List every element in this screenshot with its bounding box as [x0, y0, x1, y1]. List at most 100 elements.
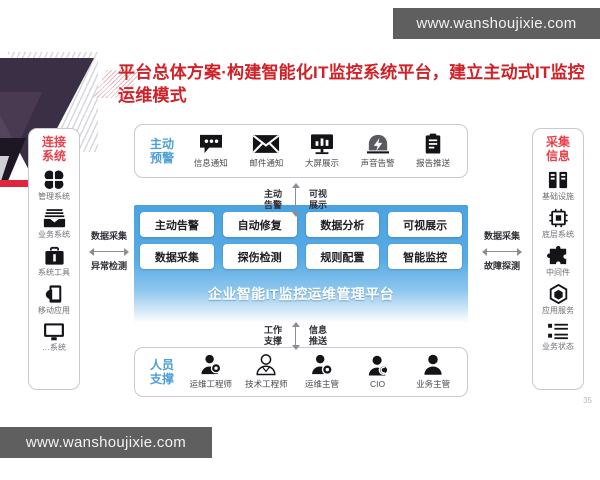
- right-column-title: 采集 信息: [545, 135, 570, 163]
- monitor-icon: [44, 322, 64, 340]
- toolbox-icon: [44, 246, 64, 265]
- platform-row-2: 数据采集 探伤检测 规则配置 智能监控: [140, 244, 462, 269]
- sidebar-item-label: 中间件: [546, 267, 570, 277]
- sidebar-item-other-systems[interactable]: …系统: [29, 322, 79, 353]
- horizontal-double-arrow: [89, 245, 129, 258]
- connector-alert-platform: 主动 告警 可视 展示: [264, 183, 327, 217]
- page-title: 平台总体方案·构建智能化IT监控系统平台，建立主动式IT监控运维模式: [118, 63, 585, 105]
- platform-chip[interactable]: 数据采集: [140, 244, 214, 269]
- active-warning-row: 主动 预警 信息通知 邮件通知 大屏展示: [134, 124, 468, 178]
- person-item-business-manager[interactable]: 业务主管: [405, 354, 461, 390]
- left-column-title: 连接 系统: [41, 135, 66, 163]
- sidebar-item-mobile-app[interactable]: 移动应用: [29, 284, 79, 316]
- platform-name: 企业智能IT监控运维管理平台: [207, 286, 395, 302]
- alert-item-label: 邮件通知: [249, 158, 284, 168]
- platform-chip[interactable]: 规则配置: [305, 244, 380, 269]
- cube-hexagon-icon: [549, 283, 567, 304]
- alert-item-label: 大屏展示: [304, 158, 339, 168]
- sidebar-item-label: 应用服务: [542, 305, 574, 315]
- left-column-connect-systems: 连接 系统 管理系统 业务系统: [28, 128, 80, 390]
- sidebar-item-application-service[interactable]: 应用服务: [533, 283, 583, 316]
- clipboard-report-icon: [425, 133, 441, 154]
- alert-item-email-notify[interactable]: 邮件通知: [239, 133, 295, 169]
- person-outline-icon: [256, 354, 276, 376]
- person-item-ops-engineer[interactable]: 运维工程师: [183, 354, 239, 390]
- sidebar-item-label: 移动应用: [38, 305, 70, 315]
- sidebar-item-label: 业务状态: [542, 341, 574, 351]
- monitor-chart-icon: [310, 134, 333, 155]
- person-item-cio[interactable]: CIO: [350, 355, 406, 389]
- sidebar-item-underlying-system[interactable]: 底层系统: [533, 208, 583, 240]
- alert-item-label: 报告推送: [416, 158, 451, 168]
- server-rack-icon: [548, 171, 568, 188]
- sidebar-item-label: 业务系统: [38, 229, 70, 239]
- sidebar-item-label: …系统: [42, 342, 66, 352]
- sidebar-item-business-system[interactable]: 业务系统: [29, 208, 79, 240]
- alert-item-big-screen[interactable]: 大屏展示: [294, 133, 350, 169]
- personnel-support-row: 人员 支撑 运维工程师 技术工程师: [134, 347, 468, 397]
- connector-label-bottom: 故障探测: [483, 261, 520, 272]
- person-item-label: 业务主管: [416, 379, 451, 389]
- person-item-label: 运维主管: [304, 379, 339, 389]
- sidebar-item-infrastructure[interactable]: 基础设施: [533, 170, 583, 202]
- sidebar-item-label: 底层系统: [542, 229, 574, 239]
- active-warning-title: 主动 预警: [149, 136, 174, 165]
- connector-label-top: 数据采集: [90, 231, 127, 241]
- alert-item-sound-alarm[interactable]: 声音告警: [350, 133, 406, 169]
- person-badge-icon: [368, 355, 388, 376]
- person-item-label: CIO: [370, 379, 386, 389]
- alert-item-report-push[interactable]: 报告推送: [405, 133, 461, 169]
- platform-chip[interactable]: 主动告警: [140, 212, 214, 237]
- platform-chip[interactable]: 可视展示: [388, 212, 462, 237]
- sidebar-item-system-tools[interactable]: 系统工具: [29, 246, 79, 278]
- platform-chip[interactable]: 数据分析: [305, 212, 380, 237]
- triangle-shape-black: [0, 138, 26, 187]
- connector-platform-people: 工作 支撑 信息 推送: [264, 322, 327, 350]
- vertical-double-arrow: [289, 183, 302, 217]
- envelope-icon: [253, 134, 280, 154]
- puzzle-piece-icon: [547, 245, 567, 264]
- sidebar-item-label: 基础设施: [542, 191, 574, 201]
- personnel-support-title: 人员 支撑: [149, 357, 174, 386]
- inbox-tray-icon: [43, 208, 65, 227]
- platform-row-1: 主动告警 自动修复 数据分析 可视展示: [140, 212, 462, 237]
- connector-label-right: 可视 展示: [309, 188, 328, 210]
- sidebar-item-middleware[interactable]: 中间件: [533, 245, 583, 278]
- alert-item-label: 声音告警: [360, 158, 395, 168]
- right-column-collect-information: 采集 信息 基础设施 底层系统: [532, 128, 584, 390]
- connector-label-bottom: 异常检测: [90, 261, 127, 272]
- sidebar-item-label: 管理系统: [38, 191, 70, 201]
- sidebar-item-business-status[interactable]: 业务状态: [533, 322, 583, 352]
- platform-capability-grid: 主动告警 自动修复 数据分析 可视展示 数据采集 探伤检测 规则配置 智能监控: [140, 212, 462, 269]
- sidebar-item-label: 系统工具: [38, 267, 70, 277]
- person-cog-icon: [312, 354, 333, 376]
- horizontal-double-arrow: [482, 245, 522, 258]
- speech-bubble-icon: [199, 134, 222, 154]
- mobile-hand-icon: [45, 284, 62, 303]
- slash-shape-gray: [0, 156, 10, 187]
- connector-label-top: 数据采集: [483, 231, 520, 241]
- person-suit-icon: [424, 354, 442, 375]
- person-item-label: 技术工程师: [245, 379, 288, 389]
- connector-left-platform: 数据采集 异常检测: [87, 231, 131, 273]
- platform-chip[interactable]: 自动修复: [222, 212, 297, 237]
- person-item-tech-engineer[interactable]: 技术工程师: [239, 354, 295, 390]
- four-squares-icon: [44, 170, 64, 189]
- watermark-bottom: www.wanshoujixie.com: [0, 427, 212, 458]
- person-item-ops-manager[interactable]: 运维主管: [294, 354, 350, 390]
- list-lines-icon: [548, 323, 568, 339]
- alert-item-message-notify[interactable]: 信息通知: [183, 133, 239, 169]
- watermark-top: www.wanshoujixie.com: [393, 8, 600, 39]
- core-platform-panel: 主动告警 自动修复 数据分析 可视展示 数据采集 探伤检测 规则配置 智能监控 …: [134, 205, 468, 323]
- platform-chip[interactable]: 智能监控: [388, 244, 462, 269]
- alert-item-label: 信息通知: [193, 158, 228, 168]
- person-gear-icon: [201, 354, 222, 375]
- alarm-bolt-icon: [366, 134, 389, 154]
- sidebar-item-management-system[interactable]: 管理系统: [29, 170, 79, 202]
- connector-label-right: 信息 推送: [309, 324, 328, 346]
- platform-chip[interactable]: 探伤检测: [222, 244, 297, 269]
- cpu-chip-icon: [548, 208, 568, 227]
- page-number: 35: [583, 396, 592, 405]
- connector-label-left: 工作 支撑: [264, 324, 283, 346]
